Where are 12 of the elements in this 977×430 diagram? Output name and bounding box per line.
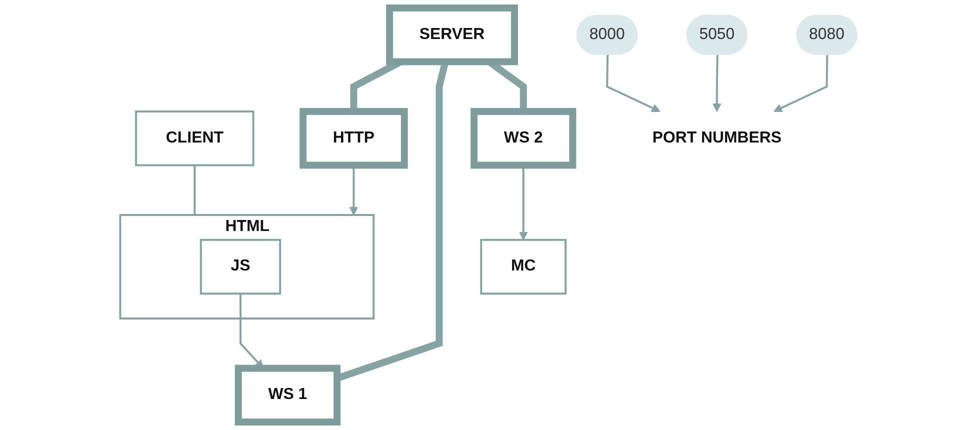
arrow xyxy=(774,54,828,112)
node-text: PORT NUMBERS xyxy=(652,129,782,146)
arrow xyxy=(712,54,722,112)
node-box: WS 2 xyxy=(470,108,576,169)
node-box: WS 1 xyxy=(234,364,340,426)
connector xyxy=(194,165,196,215)
node-box: JS xyxy=(200,238,282,295)
node-box: CLIENT xyxy=(135,110,254,166)
node-box: HTTP xyxy=(300,108,408,169)
arrow xyxy=(606,54,660,112)
node-box: SERVER xyxy=(386,4,518,66)
node-box: MC xyxy=(480,238,567,295)
